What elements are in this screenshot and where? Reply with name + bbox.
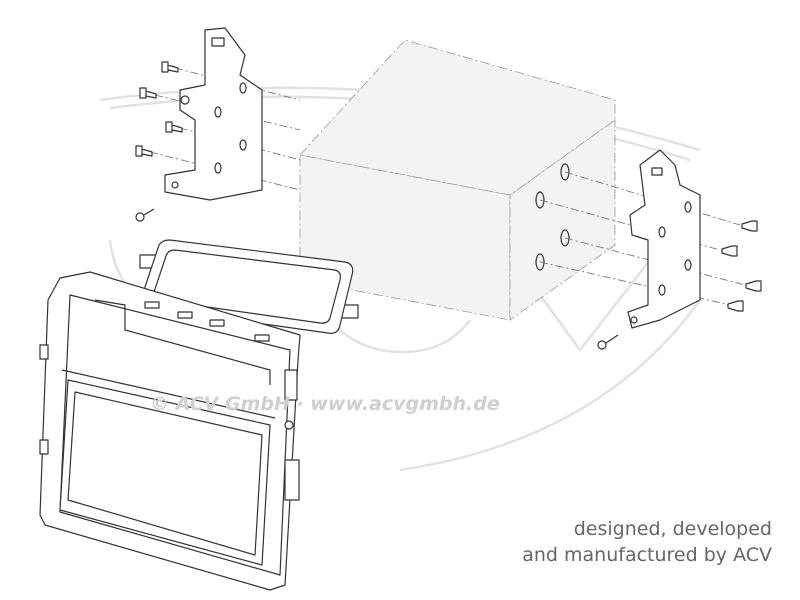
right-mounting-bracket [627, 149, 701, 329]
copyright-watermark: © ACV GmbH · www.acvgmbh.de [150, 393, 500, 415]
left-screws [135, 61, 183, 222]
left-mounting-bracket [164, 27, 263, 201]
right-screws [597, 220, 762, 350]
tagline-line-2: and manufactured by ACV [522, 544, 772, 566]
tagline-line-1: designed, developed [573, 518, 772, 540]
front-fascia-frame [39, 271, 301, 591]
tagline: designed, developed and manufactured by … [522, 516, 772, 568]
radio-unit-outline [299, 39, 616, 321]
